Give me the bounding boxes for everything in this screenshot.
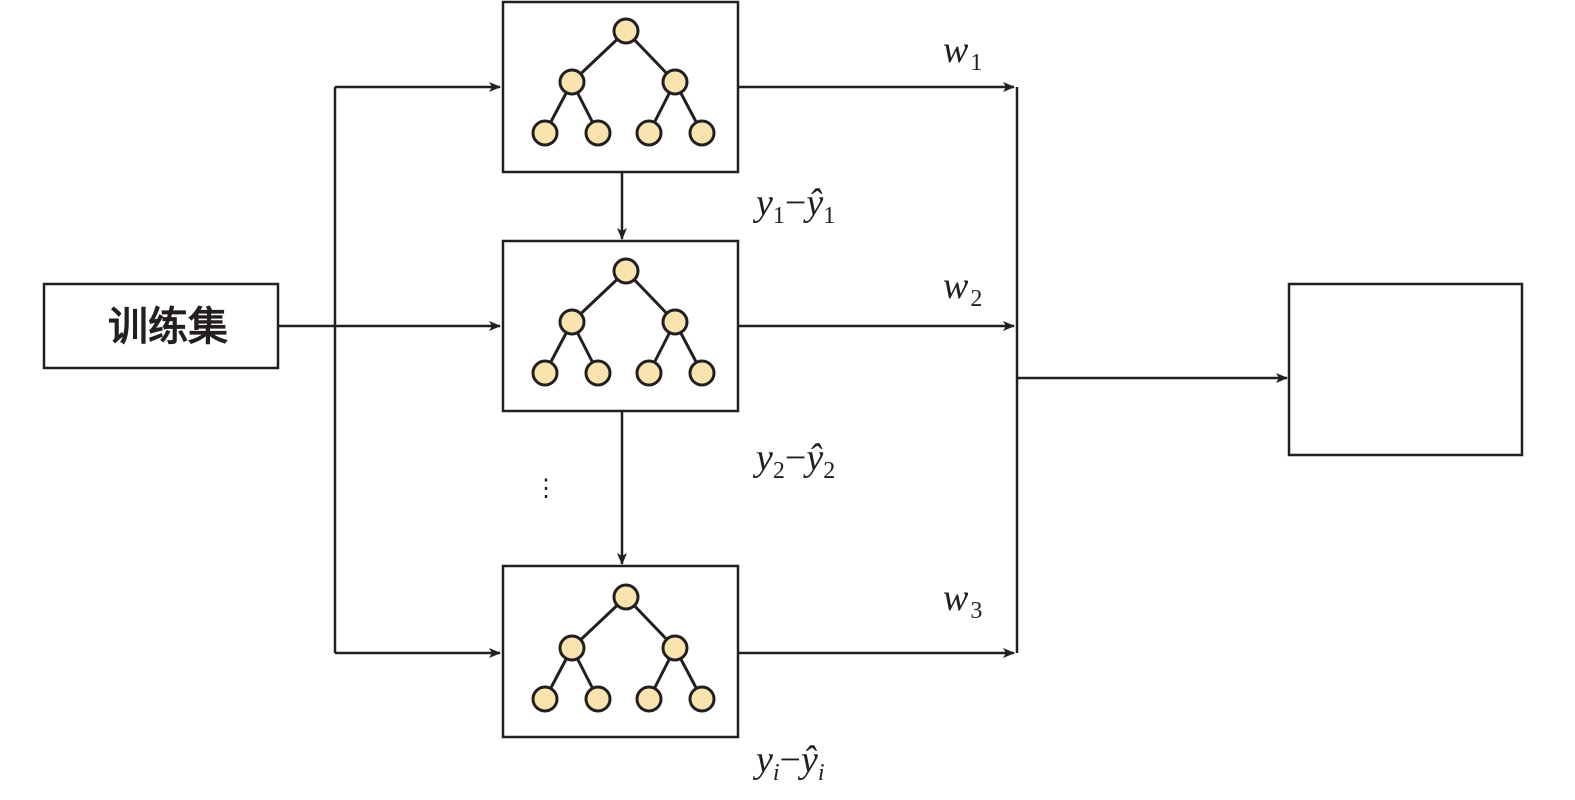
tree-3-leaf-node [531,685,559,713]
tree-3-root-node [612,583,640,611]
ellipsis: ⋮ [534,476,558,502]
tree-2-leaf-node [688,359,716,387]
weight-label-2: w2 [943,265,982,312]
tree-3-leaf-node [688,685,716,713]
weight-label-1: w1 [943,29,982,76]
tree-3-internal-node [558,634,586,662]
tree-1-leaf-node [688,119,716,147]
tree-1-leaf-node [531,119,559,147]
residual-label-i: yi−ŷi [752,739,825,786]
tree-1-root-node [612,17,640,45]
tree-2-internal-node [661,308,689,336]
residual-label-2: y2−ŷ2 [752,437,835,484]
tree-1-leaf-node [635,119,663,147]
training-set-box [42,282,280,370]
tree-2-root-node [612,257,640,285]
tree-2-leaf-node [531,359,559,387]
tree-1-internal-node [661,68,689,96]
weight-label-3: w3 [943,577,982,624]
tree-1-internal-node [558,68,586,96]
tree-3-internal-node [661,634,689,662]
final-model-box [1287,282,1524,457]
tree-1-leaf-node [584,119,612,147]
training-set-label: 训练集 [108,304,228,350]
tree-2-internal-node [558,308,586,336]
tree-2-leaf-node [635,359,663,387]
tree-3-leaf-node [635,685,663,713]
tree-2-leaf-node [584,359,612,387]
tree-3-leaf-node [584,685,612,713]
residual-label-1: y1−ŷ1 [752,182,835,229]
